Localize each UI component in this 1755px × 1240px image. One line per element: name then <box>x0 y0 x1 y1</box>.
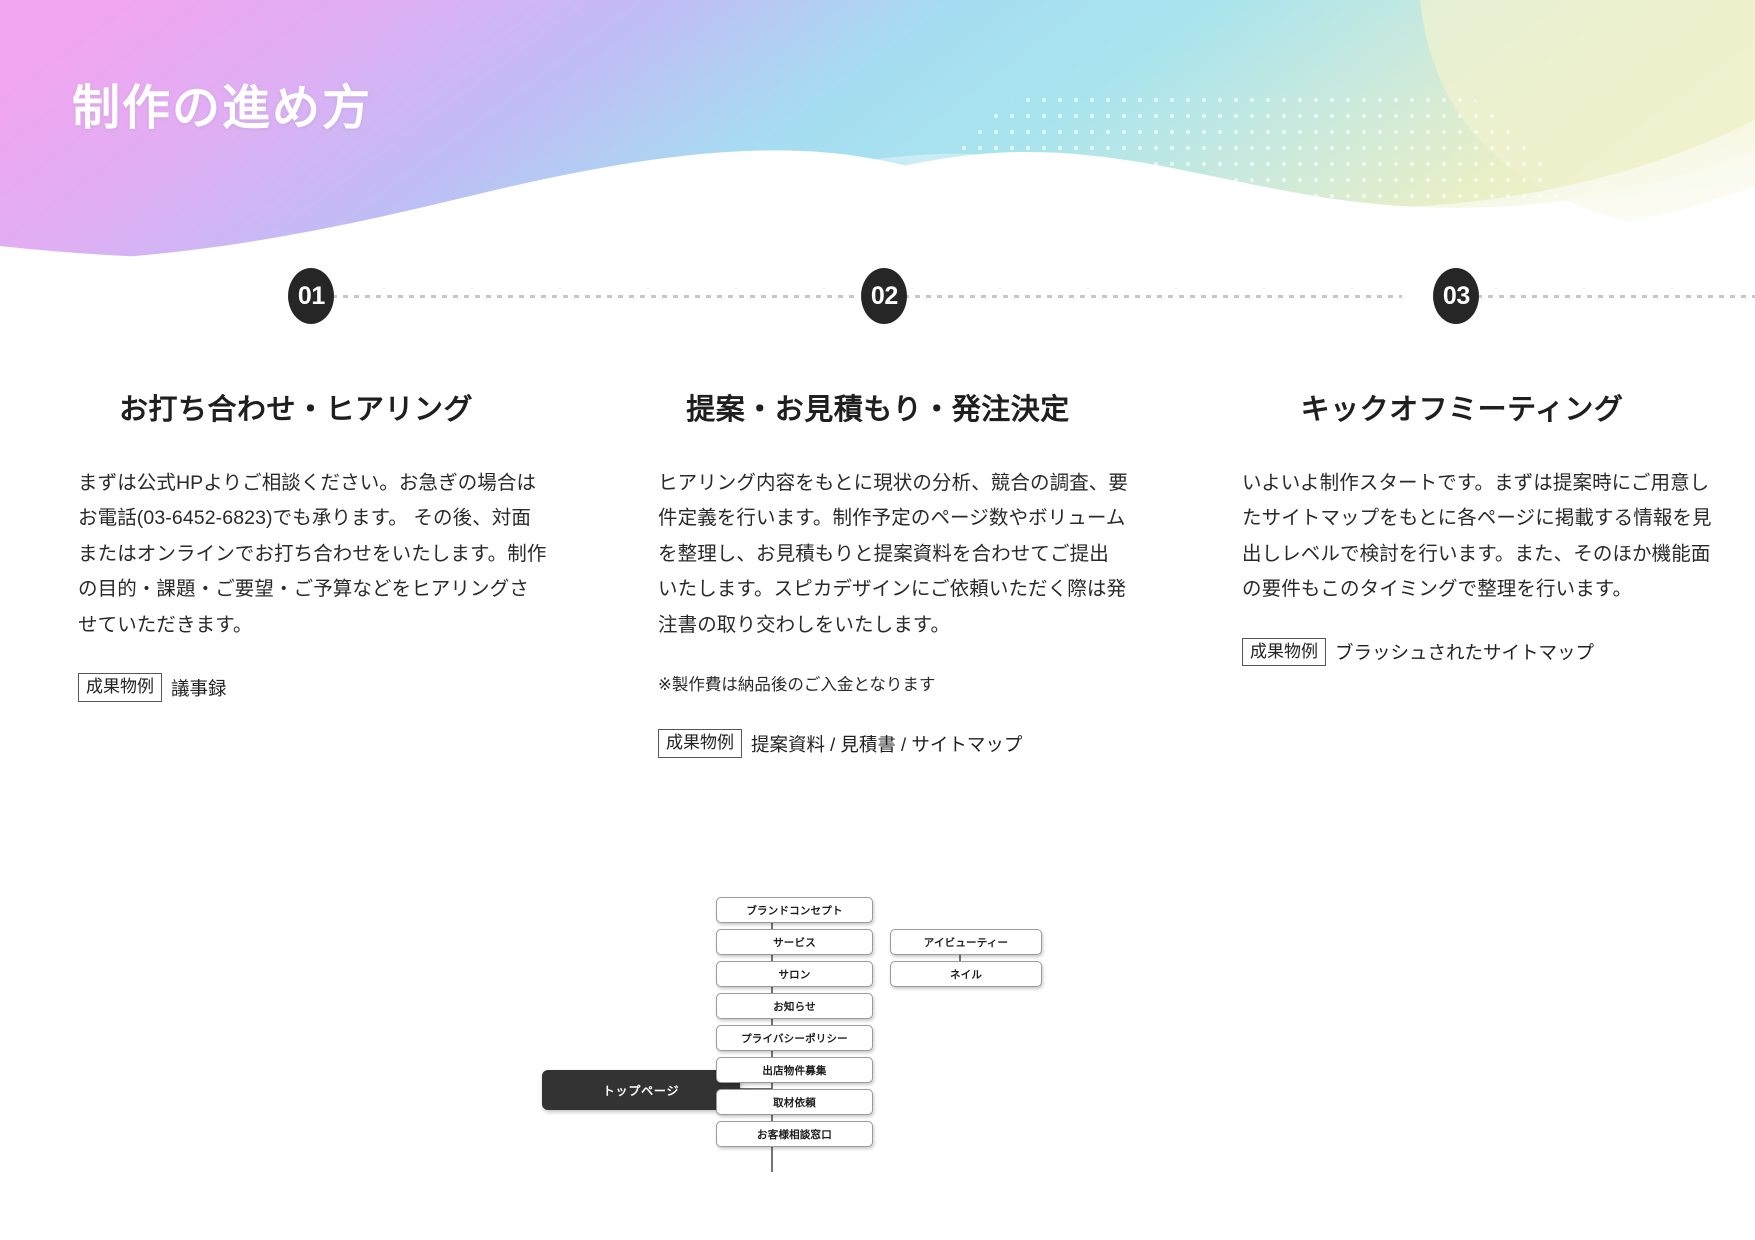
deliverable-value-2: 提案資料 / 見積書 / サイトマップ <box>751 733 1023 755</box>
step-column-1: お打ち合わせ・ヒアリング まずは公式HPよりご相談ください。お急ぎの場合はお電話… <box>0 386 585 758</box>
step-column-2: 提案・お見積もり・発注決定 ヒアリング内容をもとに現状の分析、競合の調査、要件定… <box>585 386 1170 758</box>
sitemap-node-level2: ネイル <box>890 961 1042 987</box>
step-timeline: 01 02 03 <box>0 268 1755 324</box>
steps-columns: お打ち合わせ・ヒアリング まずは公式HPよりご相談ください。お急ぎの場合はお電話… <box>0 386 1755 758</box>
sitemap-node-label: サロン <box>778 968 811 981</box>
sitemap-connectors <box>740 918 982 1172</box>
step-body-1: まずは公式HPよりご相談ください。お急ぎの場合はお電話(03-6452-6823… <box>78 472 547 636</box>
deliverable-value-3: ブラッシュされたサイトマップ <box>1335 642 1595 664</box>
step-title-3: キックオフミーティング <box>1300 394 1624 426</box>
timeline-dotted-connector-1 <box>318 295 858 298</box>
step-badge-02: 02 <box>861 268 907 324</box>
deliverable-2: 成果物例 提案資料 / 見積書 / サイトマップ <box>658 729 1128 758</box>
step-number-02: 02 <box>870 281 898 310</box>
sitemap-node-label: お知らせ <box>773 1000 816 1013</box>
sitemap-root-node: トップページ <box>542 1070 740 1110</box>
deliverable-label-1: 成果物例 <box>78 673 162 702</box>
sitemap-node-level1: お客様相談窓口 <box>716 1121 873 1147</box>
sitemap-node-label: ブランドコンセプト <box>746 904 843 917</box>
sitemap-root-label: トップページ <box>602 1083 680 1098</box>
sitemap-node-label: サービス <box>773 936 816 949</box>
sitemap-node-level1: ブランドコンセプト <box>716 897 873 923</box>
sitemap-node-label: アイビューティー <box>923 936 1009 949</box>
sitemap-node-level1: サービス <box>716 929 873 955</box>
deliverable-1: 成果物例 議事録 <box>78 673 548 702</box>
banner-graphic <box>0 0 1755 262</box>
timeline-dotted-connector-3 <box>1430 295 1755 298</box>
step-body-3: いよいよ制作スタートです。まずは提案時にご用意したサイトマップをもとに各ページに… <box>1242 472 1712 601</box>
step-title-1: お打ち合わせ・ヒアリング <box>118 394 473 426</box>
step-number-03: 03 <box>1442 281 1470 310</box>
sitemap-node-level1: プライバシーポリシー <box>716 1025 873 1051</box>
sitemap-node-label: 出店物件募集 <box>762 1064 827 1077</box>
deliverable-3: 成果物例 ブラッシュされたサイトマップ <box>1242 637 1712 667</box>
timeline-dotted-connector-2 <box>890 295 1402 298</box>
header-banner: 制作の進め方 <box>0 0 1755 262</box>
sitemap-diagram: トップページ ブランドコンセプト サービス サロン お知らせ プライバシーポリシ… <box>542 872 1160 1172</box>
sitemap-node-label: プライバシーポリシー <box>741 1032 848 1045</box>
step-column-3: キックオフミーティング いよいよ制作スタートです。まずは提案時にご用意したサイト… <box>1170 386 1755 758</box>
step-badge-03: 03 <box>1433 268 1479 324</box>
sitemap-node-level1: 出店物件募集 <box>716 1057 873 1083</box>
sitemap-node-label: お客様相談窓口 <box>757 1128 832 1141</box>
deliverable-value-1: 議事録 <box>171 677 227 699</box>
deliverable-label-3: 成果物例 <box>1242 637 1326 667</box>
step-note-2: ※製作費は納品後のご入金となります <box>658 676 936 695</box>
sitemap-node-level1: お知らせ <box>716 993 873 1019</box>
step-number-01: 01 <box>297 281 325 310</box>
sitemap-node-level2: アイビューティー <box>890 929 1042 955</box>
step-badge-01: 01 <box>288 268 334 324</box>
sitemap-node-level1: 取材依頼 <box>716 1089 873 1115</box>
step-title-2: 提案・お見積もり・発注決定 <box>686 394 1070 426</box>
deliverable-label-2: 成果物例 <box>658 729 742 758</box>
sitemap-node-label: ネイル <box>949 968 983 981</box>
step-body-2: ヒアリング内容をもとに現状の分析、競合の調査、要件定義を行います。制作予定のペー… <box>658 472 1129 636</box>
sitemap-node-label: 取材依頼 <box>773 1096 816 1109</box>
page-title: 制作の進め方 <box>72 82 373 135</box>
sitemap-node-level1: サロン <box>716 961 873 987</box>
